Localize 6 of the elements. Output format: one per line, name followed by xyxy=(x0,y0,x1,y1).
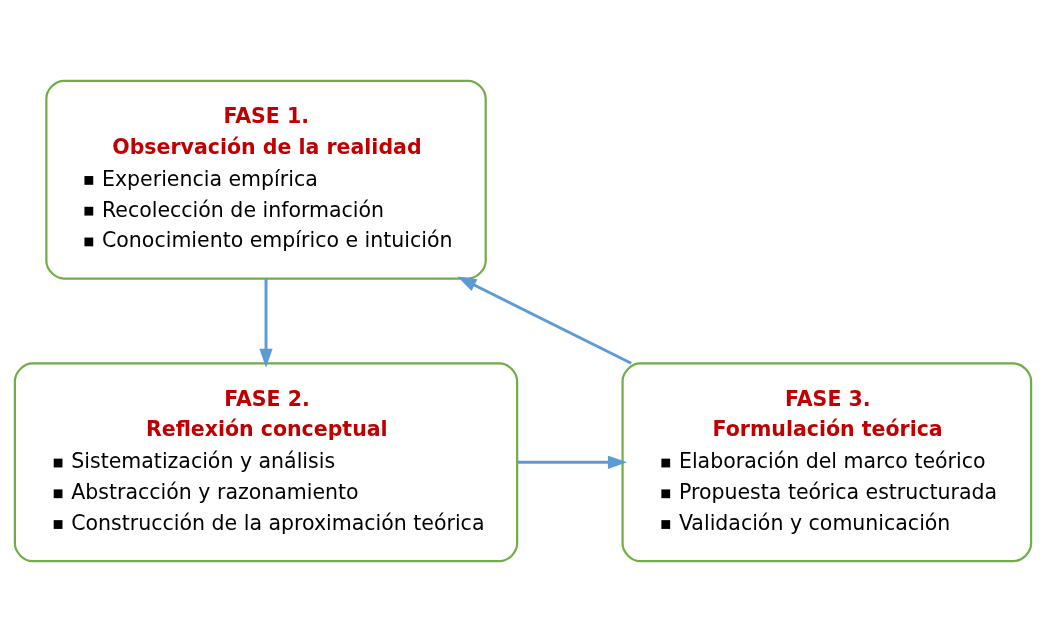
node-box: FASE 3. Formulación teórica Elaboración del marco teórico Propuesta teórica estructurada Validación y comunicación xyxy=(621,361,1033,562)
arrow xyxy=(259,278,273,368)
node-box: FASE 2. Reflexión conceptual Sistematización y análisis Abstracción y razonamiento Construcción de la aproximación teórica xyxy=(13,361,519,562)
arrow xyxy=(457,276,632,365)
node-box: FASE 1. Observación de la realidad Experiencia empírica Recolección de información Conocimiento empírico e intuición xyxy=(45,79,487,280)
arrow xyxy=(517,455,627,469)
